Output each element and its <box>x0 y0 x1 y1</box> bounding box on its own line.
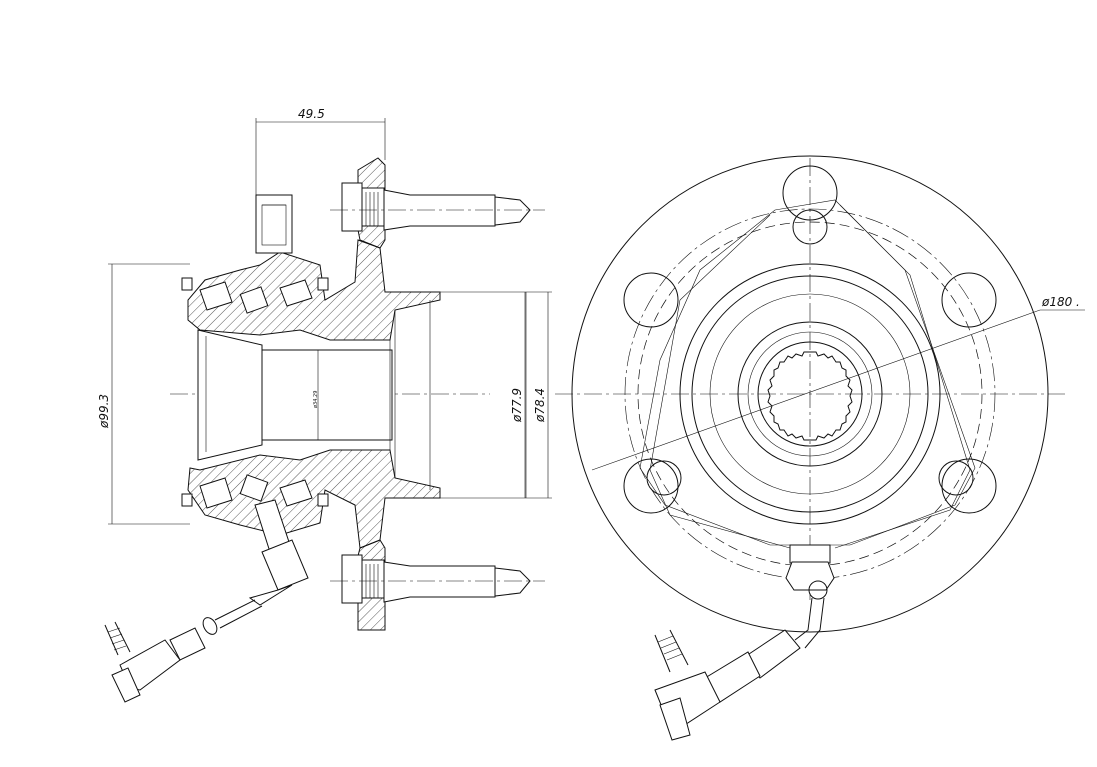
hub-circles <box>679 263 941 525</box>
dimension-label-flange-offset: 49.5 <box>298 107 325 121</box>
bearing-rollers-lower <box>181 474 329 509</box>
dimension-label-pilot-diameter-2: ø78.4 <box>533 388 547 423</box>
dimension-outer-diameter: ø99.3 <box>97 263 190 525</box>
bearing-rollers-upper <box>181 277 329 314</box>
dimension-label-pilot-diameter-1: ø77.9 <box>510 388 524 423</box>
spline-bore <box>767 351 853 441</box>
flange-outer-circle <box>571 155 1049 633</box>
dimension-label-outer-diameter: ø99.3 <box>97 394 111 429</box>
dimension-bore-diameter: ø34.29 <box>313 350 319 440</box>
flange-lobes <box>639 199 976 546</box>
dimension-label-bore-diameter: ø34.29 <box>313 391 319 408</box>
wheel-stud-lower <box>330 554 545 604</box>
bolt-holes <box>623 165 997 514</box>
dimension-pilot-diameters: ø77.9 ø78.4 <box>510 291 552 499</box>
section-view: 49.5 ø99.3 ø34.29 ø77.9 ø78.4 <box>97 107 552 703</box>
abs-sensor-left <box>104 499 309 703</box>
wheel-stud-upper <box>330 182 545 232</box>
dimension-flange-diameter: ø180 . <box>591 295 1085 471</box>
dimension-flange-offset: 49.5 <box>255 107 386 195</box>
front-view: ø180 . <box>555 155 1085 741</box>
hub-body-lower-section <box>187 449 441 549</box>
abs-sensor-front <box>654 544 835 741</box>
mounting-boss <box>255 194 293 254</box>
dimension-label-flange-diameter: ø180 . <box>1041 295 1080 309</box>
